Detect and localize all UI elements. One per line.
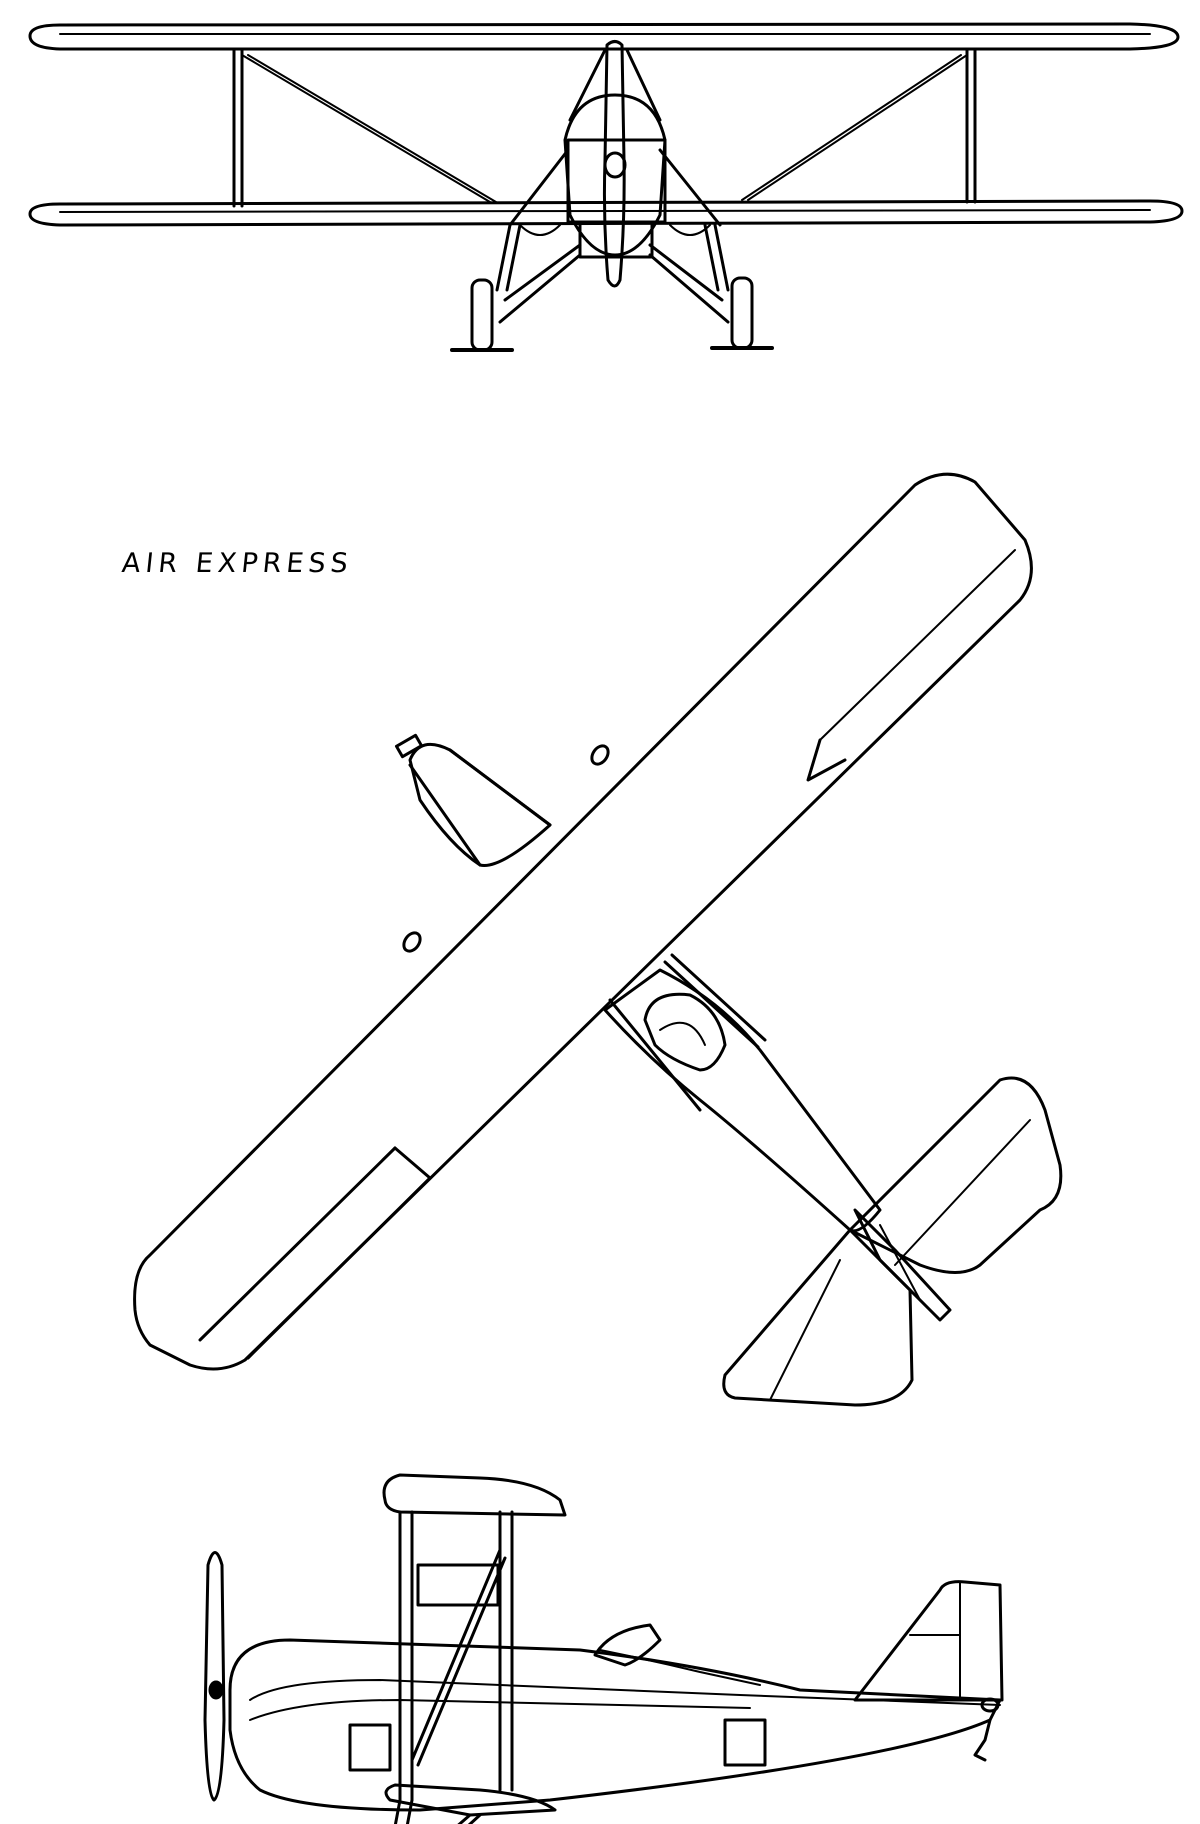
top-main-wing — [133, 472, 1033, 1371]
side-view — [203, 1473, 1004, 1824]
front-left-wheel — [470, 278, 494, 352]
side-window-rear — [723, 1718, 767, 1767]
side-tail-fin — [853, 1580, 1004, 1702]
side-fuselage — [228, 1638, 1002, 1812]
top-cockpit — [643, 992, 727, 1072]
front-view — [28, 22, 1184, 352]
top-horizontal-stabilizer — [848, 1076, 1063, 1274]
front-right-wheel — [730, 276, 754, 350]
side-upper-wing — [382, 1473, 567, 1517]
side-window-front — [348, 1723, 392, 1772]
top-cowling — [408, 742, 552, 867]
side-propeller — [203, 1551, 226, 1802]
top-elevator — [722, 1228, 914, 1407]
top-view — [133, 472, 1063, 1407]
top-fuselage-rear — [603, 968, 882, 1233]
side-lower-wing — [384, 1783, 557, 1817]
front-propeller — [602, 40, 626, 288]
side-windscreen — [593, 1623, 662, 1667]
front-cowling — [563, 93, 667, 257]
front-upper-wing — [28, 22, 1180, 51]
front-lower-wing — [28, 199, 1184, 227]
